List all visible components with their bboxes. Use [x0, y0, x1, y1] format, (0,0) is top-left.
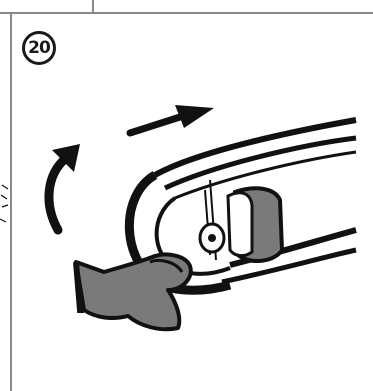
rotate-arrow-icon [49, 144, 80, 230]
pull-arrow-icon [130, 105, 214, 133]
